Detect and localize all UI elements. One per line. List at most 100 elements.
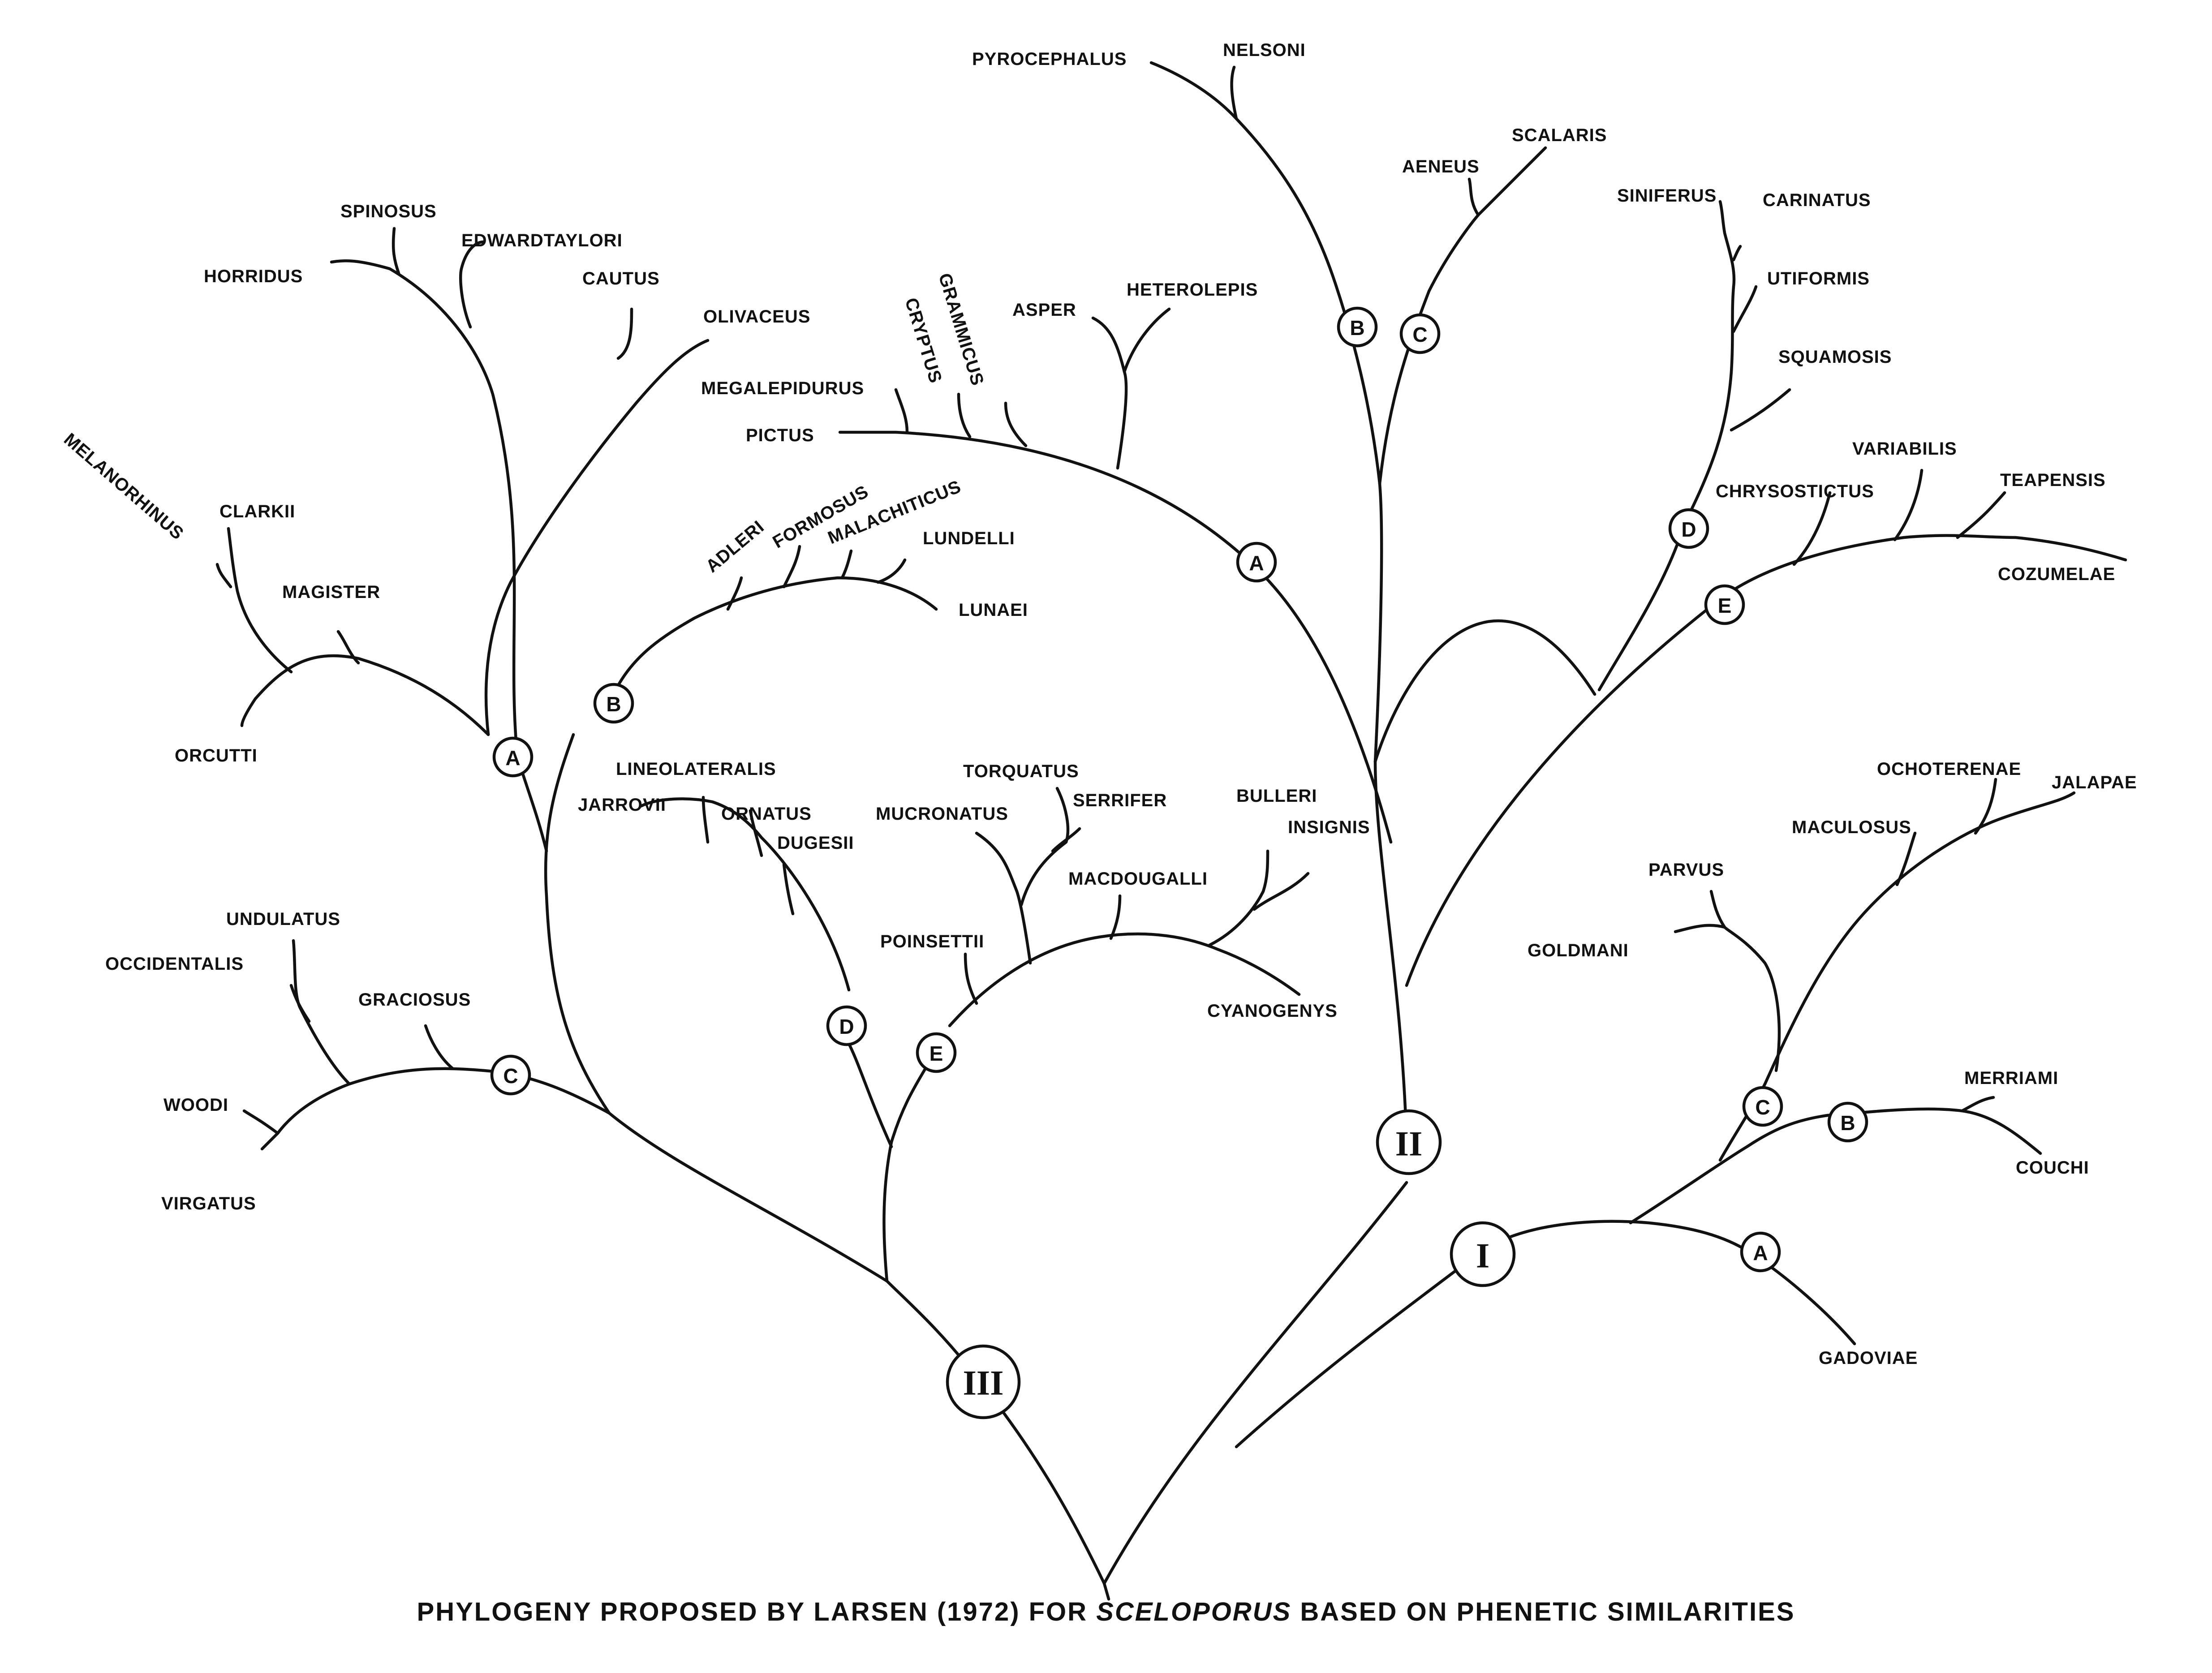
branch-IIIC-arc (260, 1067, 508, 1151)
group-label-I: I (1476, 1236, 1489, 1275)
taxon-olivaceus: OLIVACEUS (703, 307, 810, 327)
branch-adleri (726, 576, 743, 611)
taxon-lundelli: LUNDELLI (923, 529, 1015, 548)
branch-IIIA-up (484, 339, 710, 736)
branches (215, 61, 2127, 1601)
branch-II-stem (1373, 760, 1408, 1144)
branch-lundelli (876, 558, 907, 584)
branch-graciosus (424, 1024, 454, 1070)
branch-IC-up (1763, 791, 2076, 1086)
taxon-horridus: HORRIDUS (204, 267, 303, 286)
taxon-maculosus: MACULOSUS (1792, 817, 1911, 837)
branch-III-AB (544, 733, 611, 1115)
group-label-IIIE: E (930, 1042, 943, 1065)
taxon-bulleri: BULLERI (1236, 786, 1317, 806)
taxon-spinosus: SPINOSUS (340, 202, 437, 221)
group-label-IIIC: C (503, 1064, 518, 1088)
branch-IB-arc (1826, 1107, 2042, 1155)
group-nodes: III II I A B C D E A B C D E A B C (490, 306, 1868, 1419)
taxon-ornatus: ORNATUS (721, 804, 812, 824)
taxon-siniferus: SINIFERUS (1617, 186, 1717, 206)
group-label-IIE: E (1718, 594, 1732, 617)
taxon-asper: ASPER (1012, 300, 1076, 320)
branch-clarkii (227, 527, 293, 674)
taxon-pyrocephalus: PYROCEPHALUS (972, 49, 1127, 69)
taxon-couchi: COUCHI (2016, 1158, 2089, 1178)
branch-IIC (1378, 213, 1480, 486)
taxon-cautus: CAUTUS (582, 269, 660, 288)
taxon-teapensis: TEAPENSIS (2000, 470, 2106, 490)
node-circle-IIB (1337, 306, 1378, 348)
branch-III-DE (882, 1140, 893, 1283)
branch-IIIA-left (240, 654, 490, 736)
branch-jarrovii (701, 796, 710, 844)
branch-mucronatus-torquatus (975, 831, 1032, 965)
branch-IIC-up (1476, 146, 1547, 217)
branch-grammicus (1004, 401, 1028, 447)
group-label-IIID: D (839, 1015, 854, 1038)
branch-insignis (1252, 872, 1310, 911)
taxon-utiformis: UTIFORMIS (1767, 269, 1870, 288)
branch-bulleri-insignis (1208, 849, 1270, 947)
taxon-megalepidurus: MEGALEPIDURUS (701, 378, 864, 398)
taxon-clarkii: CLARKII (219, 502, 295, 521)
taxon-melanorhinus: MELANORHINUS (60, 430, 187, 544)
branch-parvus (1709, 890, 1726, 929)
branch-IIID (847, 1042, 893, 1148)
branch-cryptus (957, 392, 972, 439)
node-circle-IIC (1399, 313, 1441, 354)
branch-spinosus (392, 227, 400, 275)
caption-genus: SCELOPORUS (1096, 1597, 1292, 1626)
branch-merriami (1960, 1096, 1995, 1113)
taxon-adleri: ADLERI (702, 517, 768, 576)
branch-magister (336, 630, 360, 665)
branch-ornatus (749, 809, 763, 857)
branch-woodi (242, 1109, 280, 1135)
taxon-cozumelae: COZUMELAE (1998, 564, 2115, 584)
taxon-pictus: PICTUS (746, 426, 814, 445)
branch-IIA-arc (838, 430, 1252, 564)
taxon-scalaris: SCALARIS (1512, 125, 1607, 145)
branch-edwardtaylori (459, 240, 486, 329)
group-label-IID: D (1681, 518, 1696, 541)
branch-teapensis (1956, 491, 2006, 539)
branch-I-arc (1479, 1220, 1751, 1254)
branch-heterolepis (1123, 307, 1171, 374)
taxon-cyanogenys: CYANOGENYS (1207, 1001, 1338, 1021)
group-label-IIC: C (1412, 323, 1427, 346)
group-label-III: III (963, 1363, 1003, 1402)
branch-utiformis (1732, 285, 1758, 333)
taxon-heterolepis: HETEROLEPIS (1127, 280, 1258, 300)
branch-torquatus-serrifer (1020, 787, 1070, 907)
branch-IIB (1149, 61, 1381, 486)
taxon-torquatus: TORQUATUS (963, 761, 1079, 781)
taxon-lunaei: LUNAEI (959, 600, 1028, 620)
taxon-ochoterenae: OCHOTERENAE (1877, 759, 2021, 779)
taxon-cryptus: CRYPTUS (901, 296, 946, 386)
taxon-parvus: PARVUS (1648, 860, 1724, 880)
taxon-squamosis: SQUAMOSIS (1778, 347, 1892, 367)
group-label-IA: A (1753, 1241, 1768, 1264)
taxon-virgatus: VIRGATUS (161, 1194, 256, 1213)
branch-ochoterenae (1974, 778, 1997, 835)
branch-aeneus (1467, 177, 1480, 217)
node-circle-IIIE (916, 1032, 957, 1073)
taxon-mucronatus: MUCRONATUS (876, 804, 1008, 824)
taxon-merriami: MERRIAMI (1964, 1068, 2058, 1088)
branch-asper-heterolepis (1091, 316, 1128, 470)
group-label-IIB: B (1350, 316, 1364, 340)
branch-carinatus (1732, 245, 1742, 262)
branch-root-to-II (1102, 1181, 1408, 1585)
taxon-insignis: INSIGNIS (1288, 817, 1370, 837)
taxon-jalapae: JALAPAE (2052, 773, 2137, 792)
node-circle-IC (1742, 1086, 1783, 1127)
caption-after: BASED ON PHENETIC SIMILARITIES (1291, 1597, 1795, 1626)
branch-dugesii (782, 863, 795, 916)
caption-before: PHYLOGENY PROPOSED BY LARSEN (1972) FOR (417, 1597, 1097, 1626)
branch-IID-up (1683, 200, 1736, 526)
branch-chrysostictus (1792, 491, 1832, 566)
branch-poinsettii (964, 952, 978, 1005)
taxon-dugesii: DUGESII (777, 833, 854, 853)
taxon-nelsoni: NELSONI (1223, 40, 1306, 60)
